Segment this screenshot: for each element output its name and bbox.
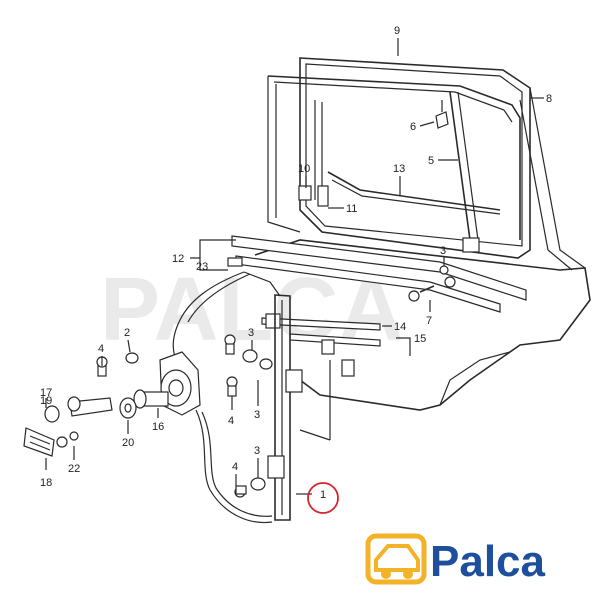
callout-3b: 3 (248, 327, 254, 339)
callout-10: 10 (298, 163, 310, 175)
callout-15: 15 (414, 333, 426, 345)
callout-7: 7 (426, 315, 432, 327)
callout-8: 8 (546, 93, 552, 105)
door-panel (254, 87, 591, 441)
crank-handle-parts (23, 396, 137, 457)
callout-14: 14 (394, 321, 406, 333)
sash-channel (327, 171, 501, 215)
callout-23: 23 (196, 261, 208, 273)
callout-5: 5 (428, 155, 434, 167)
callout-20: 20 (122, 437, 134, 449)
callout-18: 18 (40, 477, 52, 489)
crank-housing (133, 351, 201, 416)
palca-logo: Palca (365, 533, 546, 586)
regulator-track (267, 294, 303, 521)
callout-4c: 4 (232, 461, 238, 473)
callout-labels: 9 8 6 5 10 13 11 12 23 3 7 14 15 2 4 3 1… (40, 25, 552, 501)
callout-22: 22 (68, 463, 80, 475)
callout-12: 12 (172, 253, 184, 265)
car-icon (365, 533, 427, 585)
guide-rail (449, 91, 480, 253)
callout-13: 13 (393, 163, 405, 175)
highlight-circle (307, 482, 339, 514)
callout-3a: 3 (440, 245, 446, 257)
callout-9: 9 (394, 25, 400, 37)
callout-6: 6 (410, 121, 416, 133)
clips (298, 100, 449, 207)
callout-1: 1 (320, 489, 326, 501)
callout-19: 19 (40, 395, 52, 407)
callout-3c: 3 (254, 409, 260, 421)
callout-4b: 4 (228, 415, 234, 427)
window-channel-strips (227, 235, 527, 313)
leader-lines (45, 38, 544, 495)
window-frame (267, 57, 531, 259)
callout-16: 16 (152, 421, 164, 433)
brand-name: Palca (430, 537, 546, 586)
callout-4a: 4 (98, 343, 104, 355)
callout-17: 17 (40, 387, 52, 399)
callout-11: 11 (346, 203, 357, 215)
callout-2: 2 (124, 327, 130, 339)
callout-3d: 3 (254, 445, 260, 457)
screws-and-washers (96, 276, 456, 498)
